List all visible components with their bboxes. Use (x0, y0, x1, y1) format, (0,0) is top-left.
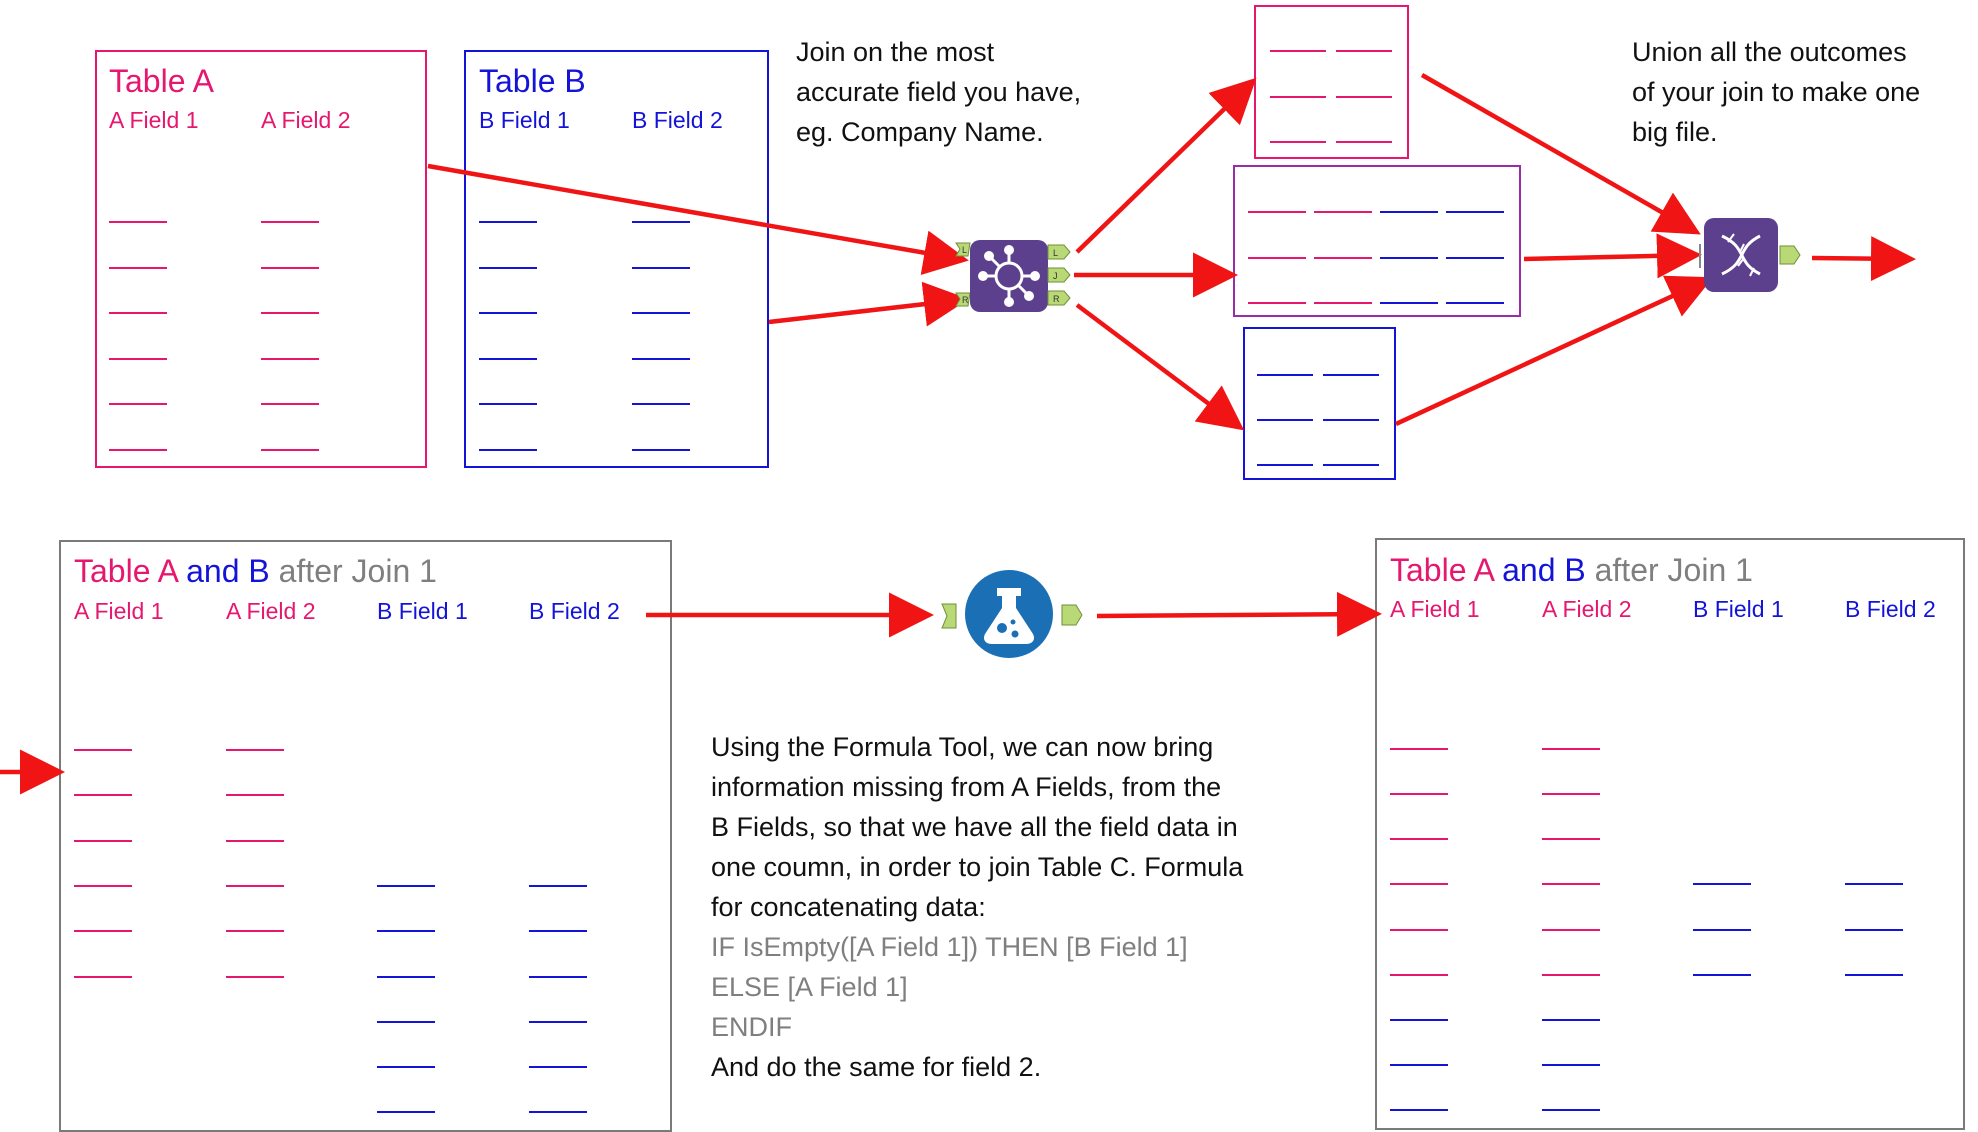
arrow-joined-output-to-union (1523, 233, 1702, 279)
joined-left-field-a2: A Field 2 (226, 598, 316, 624)
table-b-title: Table B (479, 63, 586, 99)
table-a-field-2: A Field 2 (261, 107, 351, 133)
join-joined-output-box (1233, 165, 1521, 317)
formula-text-line: for concatenating data: (711, 892, 986, 922)
table-b-box (464, 50, 769, 468)
title-part-table-a: Table A (74, 553, 178, 589)
joined-right-field-b1: B Field 1 (1693, 596, 1784, 622)
joined-left-field-b1: B Field 1 (377, 598, 468, 624)
table-a-title: Table A (109, 63, 214, 99)
arrow-table-a-to-join (427, 163, 969, 275)
title-part-after-join: after Join 1 (269, 553, 437, 589)
joined-table-left-title: Table A and B after Join 1 (74, 555, 437, 587)
arrow-left-output-to-union (1420, 73, 1701, 235)
title-part-table-a: Table A (1390, 552, 1494, 588)
arrow-table-b-to-join (768, 281, 969, 327)
join-output-label: J (1053, 271, 1058, 281)
join-tool-icon[interactable]: L R L J R (955, 240, 1071, 312)
joined-table-right-box (1375, 538, 1965, 1130)
formula-explanation: Using the Formula Tool, we can now bring… (711, 727, 1243, 1087)
formula-text-line: one coumn, in order to join Table C. For… (711, 852, 1244, 882)
formula-closing-line: And do the same for field 2. (711, 1052, 1042, 1082)
formula-text-line: Using the Formula Tool, we can now bring (711, 732, 1214, 762)
table-a-box (95, 50, 427, 468)
formula-text-line: information missing from A Fields, from … (711, 772, 1222, 802)
formula-code-line: IF IsEmpty([A Field 1]) THEN [B Field 1] (711, 932, 1188, 962)
union-note: Union all the outcomes of your join to m… (1632, 32, 1920, 152)
join-note-line: eg. Company Name. (796, 117, 1044, 147)
join-output-label: R (1053, 294, 1060, 304)
arrow-formula-to-result (1096, 591, 1382, 637)
joined-table-right-title: Table A and B after Join 1 (1390, 554, 1753, 586)
arrow-join-left-output (1075, 77, 1257, 254)
table-b-field-2: B Field 2 (632, 107, 723, 133)
joined-left-field-b2: B Field 2 (529, 598, 620, 624)
formula-code-line: ENDIF (711, 1012, 792, 1042)
table-a-field-1: A Field 1 (109, 107, 199, 133)
union-note-line: big file. (1632, 117, 1718, 147)
join-input-label: L (962, 245, 967, 255)
joined-left-field-a1: A Field 1 (74, 598, 164, 624)
joined-right-field-a1: A Field 1 (1390, 596, 1480, 622)
title-part-and-b: and B (177, 553, 270, 589)
arrow-join-right-output (1075, 303, 1245, 431)
joined-right-field-b2: B Field 2 (1845, 596, 1936, 622)
joined-right-field-a2: A Field 2 (1542, 596, 1632, 622)
table-b-field-1: B Field 1 (479, 107, 570, 133)
union-note-line: of your join to make one (1632, 77, 1921, 107)
arrow-union-output (1811, 236, 1916, 282)
arrow-right-output-to-union (1395, 275, 1714, 427)
formula-code-line: ELSE [A Field 1] (711, 972, 908, 1002)
join-output-label: L (1053, 248, 1058, 258)
join-note: Join on the most accurate field you have… (796, 32, 1081, 152)
join-note-line: Join on the most (796, 37, 995, 67)
union-note-line: Union all the outcomes (1632, 37, 1907, 67)
formula-tool-icon[interactable] (941, 570, 1083, 658)
title-part-and-b: and B (1493, 552, 1586, 588)
union-tool-icon[interactable] (1699, 218, 1801, 292)
title-part-after-join: after Join 1 (1585, 552, 1753, 588)
join-input-label: R (962, 295, 969, 305)
join-note-line: accurate field you have, (796, 77, 1082, 107)
formula-text-line: B Fields, so that we have all the field … (711, 812, 1238, 842)
